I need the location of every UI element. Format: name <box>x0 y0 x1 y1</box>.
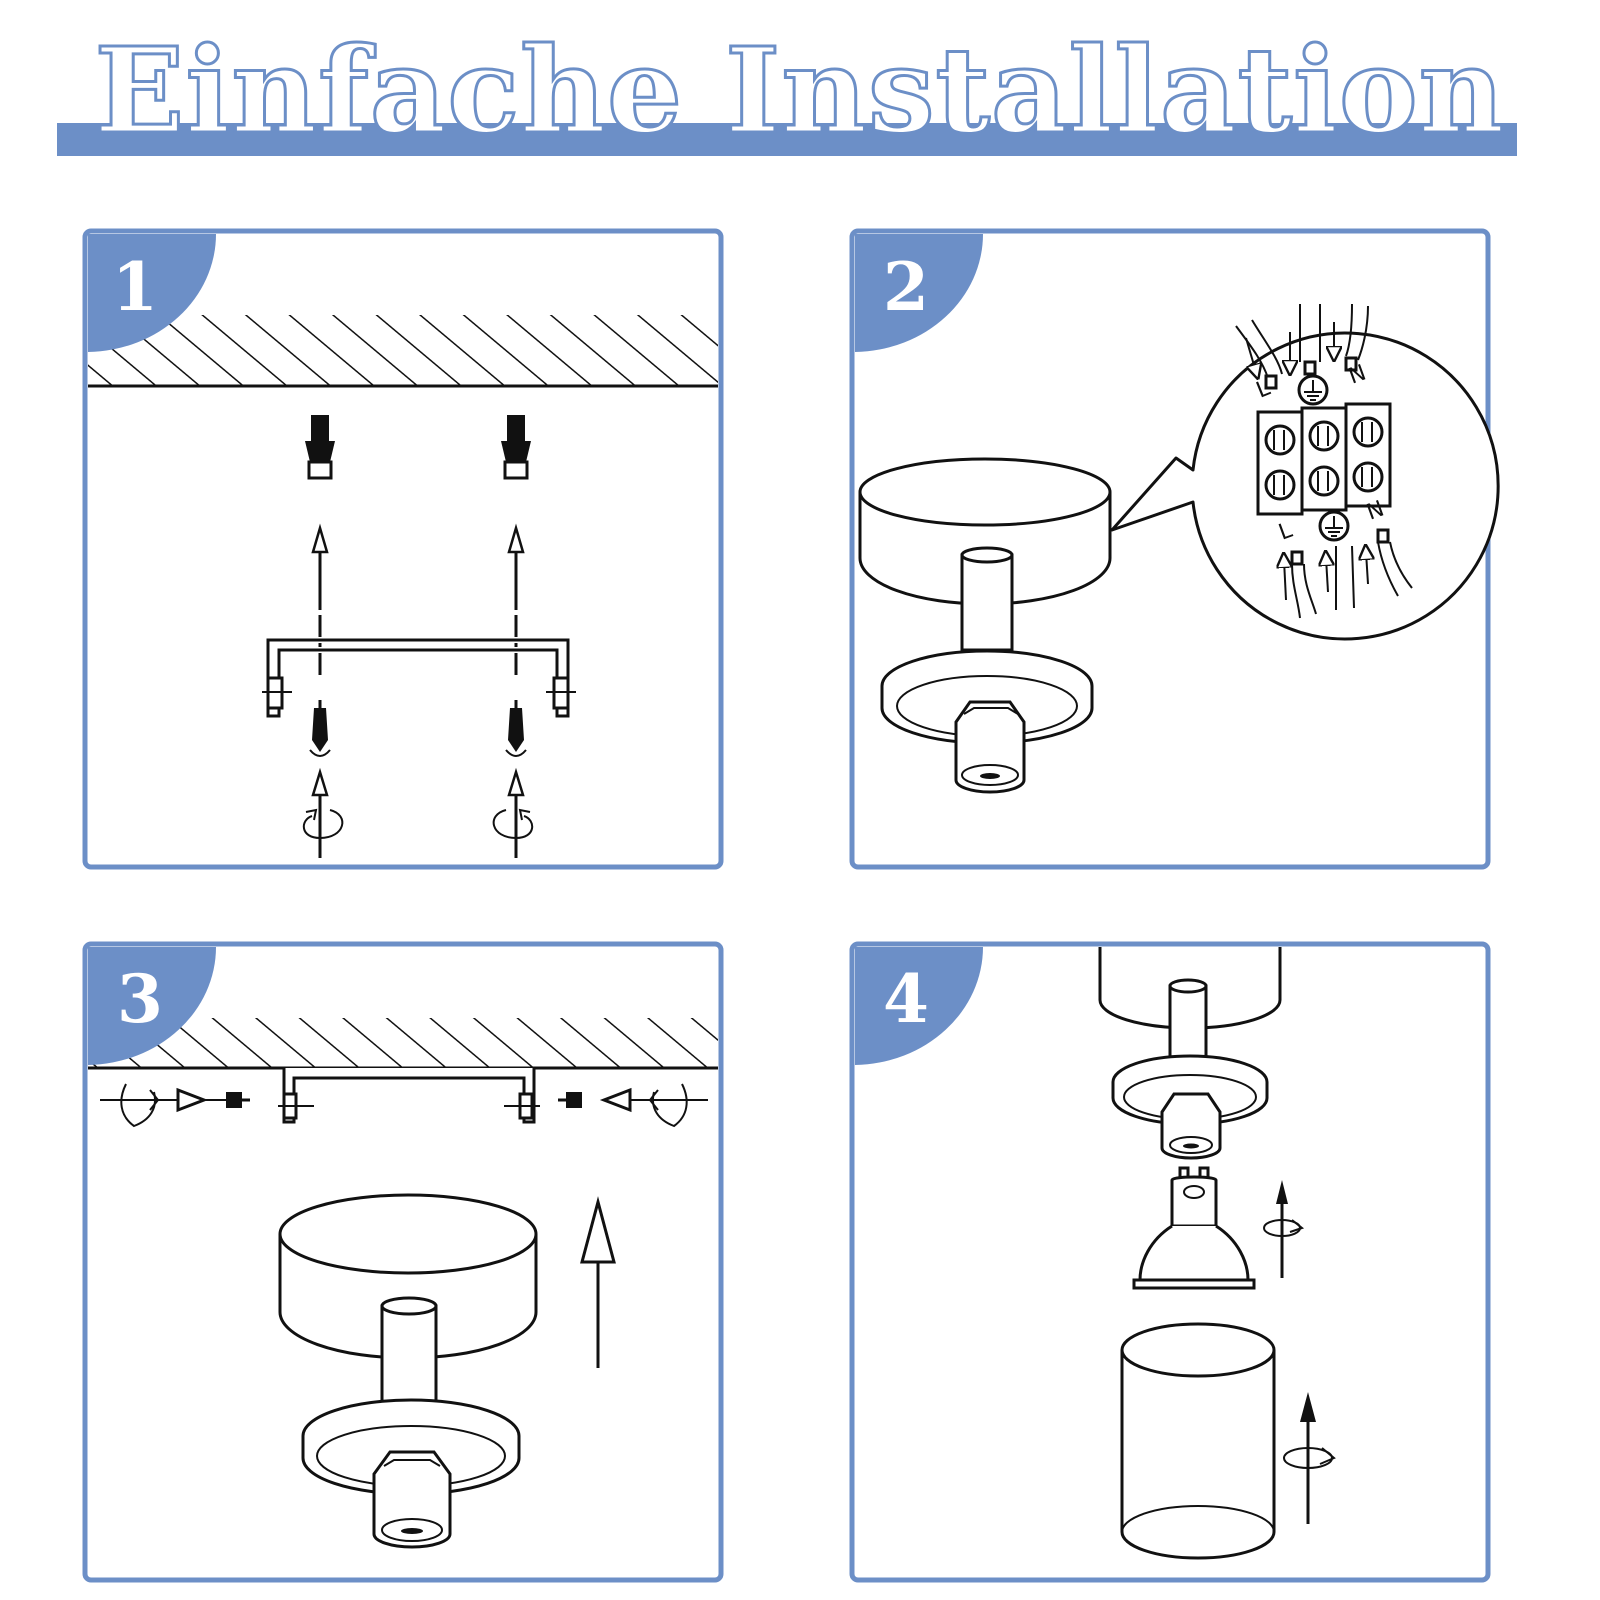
page-title: Einfache Installation <box>95 21 1506 160</box>
step-2-badge <box>855 234 983 352</box>
lower-wires <box>1284 528 1413 619</box>
step-4-frame <box>849 941 1491 1583</box>
step-3-up-arrow <box>580 1196 616 1368</box>
step-2-panel: 2 <box>849 228 1500 870</box>
rotate-arrow-right <box>492 767 534 858</box>
step-1-panel: 1 <box>82 228 724 870</box>
step-1-ceiling <box>88 315 718 388</box>
screw-left <box>309 700 331 757</box>
wiring-callout: L N L N <box>1110 303 1500 641</box>
cylinder-shade <box>1120 1322 1276 1560</box>
step-4-fixture <box>1098 947 1282 1160</box>
step-3-panel: 3 <box>82 941 724 1583</box>
step-3-badge <box>88 947 216 1065</box>
step-1-number: 1 <box>112 248 158 326</box>
wall-plug-right <box>501 415 531 480</box>
ceiling-fixture <box>858 457 1112 794</box>
upper-wires <box>1235 303 1369 390</box>
step-3-frame <box>82 941 724 1583</box>
step-3-bracket <box>278 1068 540 1124</box>
title-underline-bar <box>57 123 1517 156</box>
screw-right <box>505 700 527 757</box>
rotate-arrow-left <box>302 767 344 858</box>
step-3-number: 3 <box>117 960 163 1038</box>
step-2-number: 2 <box>883 248 929 326</box>
step-1-badge <box>88 234 216 352</box>
step-3-ceiling <box>88 1018 718 1070</box>
shade-rotate-arrow <box>1283 1392 1336 1524</box>
step-4-number: 4 <box>883 960 929 1038</box>
step-1-frame <box>82 228 724 870</box>
step-4-badge <box>855 947 983 1065</box>
gu10-bulb <box>1132 1166 1256 1290</box>
step-3-fixture <box>278 1193 538 1549</box>
earth-symbol-bottom <box>1318 510 1350 542</box>
earth-symbol-top <box>1297 374 1329 406</box>
step-1-up-arrows <box>311 523 525 610</box>
step-3-screw-left <box>100 1083 250 1128</box>
step-3-screw-right <box>558 1083 708 1128</box>
bulb-rotate-arrow <box>1263 1180 1305 1278</box>
title-banner: Einfache Installation <box>57 20 1517 162</box>
terminal-block <box>1256 402 1392 516</box>
wall-plug-left <box>305 415 335 480</box>
mounting-bracket <box>262 615 576 718</box>
step-4-panel: 4 <box>849 941 1491 1583</box>
step-2-frame <box>849 228 1491 870</box>
